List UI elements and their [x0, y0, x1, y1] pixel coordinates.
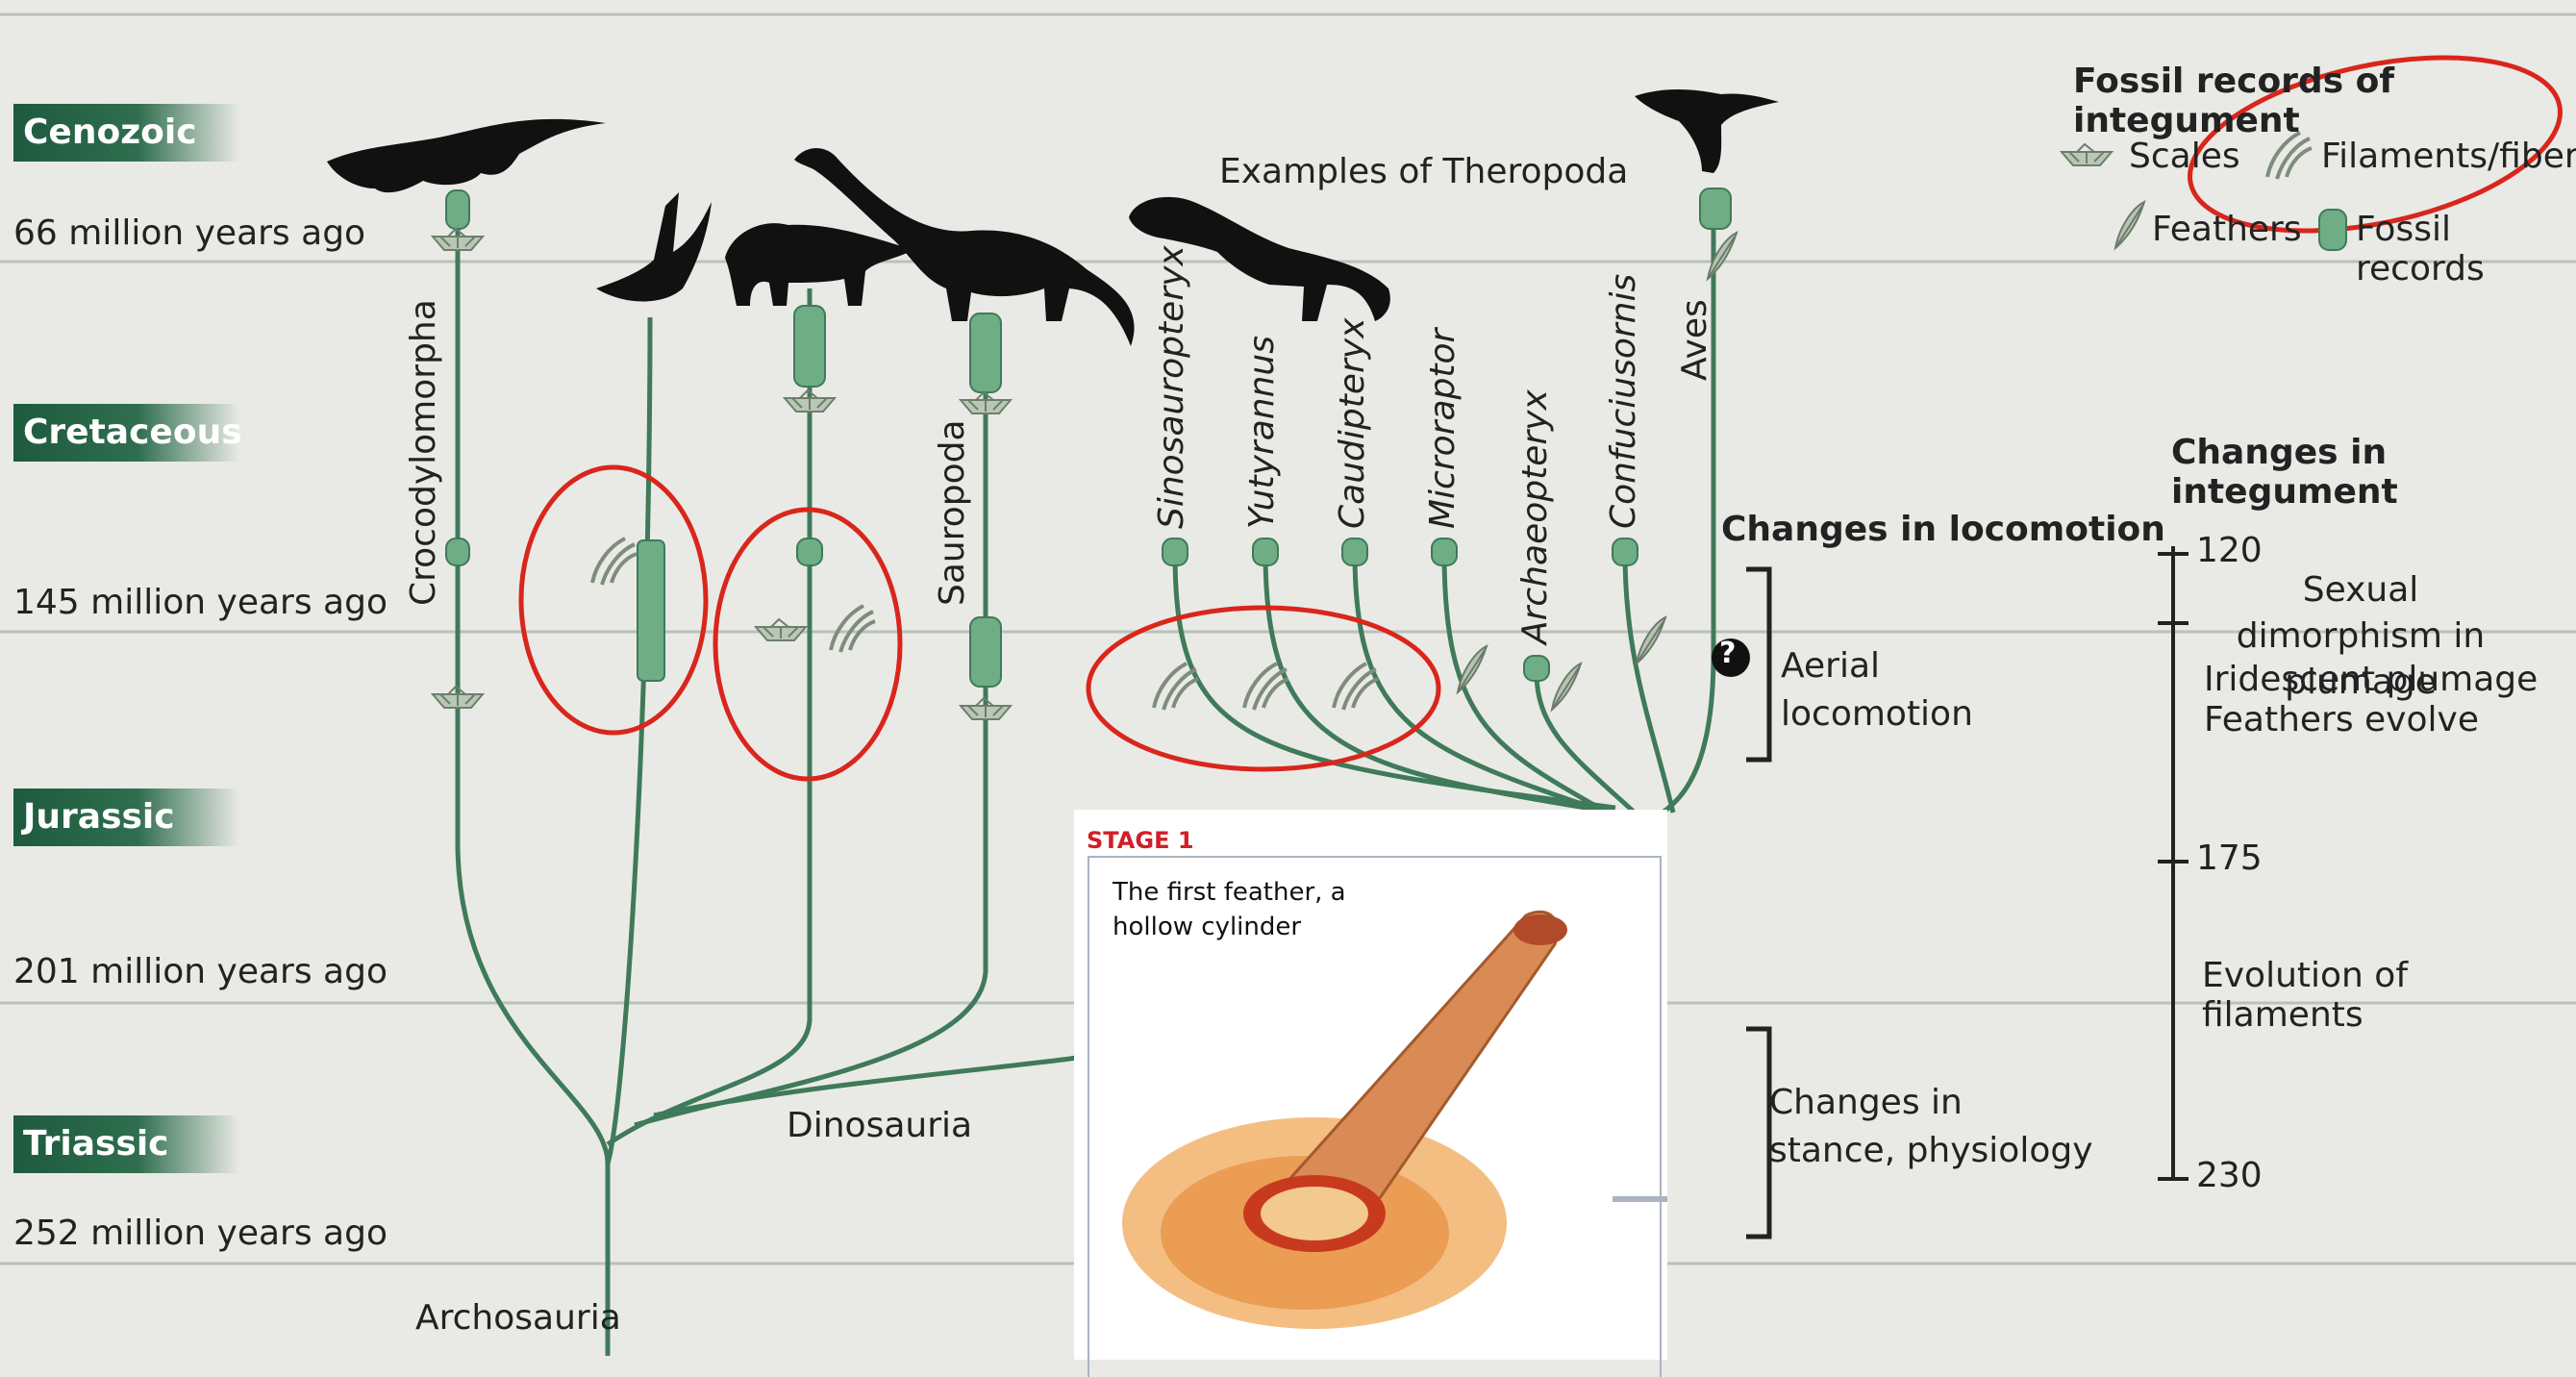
label-aves: Aves [1675, 299, 1714, 381]
label-archosauria: Archosauria [415, 1298, 621, 1338]
era-jurassic: Jurassic [13, 789, 239, 846]
label-microraptor: Microraptor [1423, 329, 1463, 529]
bird-silhouette [1635, 89, 1779, 173]
animal-silhouettes [327, 89, 1779, 346]
question-mark: ? [1719, 637, 1736, 670]
triceratops-silhouette [725, 223, 913, 306]
legend-scales: Scales [2129, 137, 2240, 176]
stage1-inset: STAGE 1 The first feather, a hollow cyli… [1074, 810, 1667, 1360]
integument-title: Changes in integument [2171, 433, 2576, 512]
crocodile-silhouette [327, 119, 606, 192]
integument-feathers-evolve: Feathers evolve [2204, 700, 2479, 739]
integument-tick-230: 230 [2196, 1156, 2263, 1195]
label-archaeopteryx: Archaeopteryx [1515, 389, 1555, 644]
era-cretaceous-ago: 145 million years ago [13, 583, 388, 622]
legend-feathers: Feathers [2152, 210, 2302, 249]
locomotion-brackets [1746, 569, 1769, 1237]
legend-title: Fossil records of integument [2073, 62, 2576, 140]
era-triassic-ago: 252 million years ago [13, 1214, 388, 1253]
era-cenozoic-ago: 66 million years ago [13, 213, 365, 253]
label-sauropoda: Sauropoda [933, 419, 972, 606]
integument-filaments: Evolution of filaments [2202, 956, 2576, 1035]
era-cretaceous: Cretaceous [13, 404, 239, 462]
locomotion-title: Changes in locomotion [1721, 510, 2165, 549]
label-crocodylomorpha: Crocodylomorpha [404, 299, 443, 606]
label-caudipteryx: Caudipteryx [1333, 318, 1372, 529]
era-jurassic-ago: 201 million years ago [13, 952, 388, 991]
legend-filaments: Filaments/fibers [2321, 137, 2576, 176]
legend-fossil-records: Fossil records [2356, 210, 2576, 288]
label-dinosauria: Dinosauria [787, 1106, 972, 1145]
integument-iridescent: Iridescent plumage [2204, 660, 2538, 699]
era-cenozoic: Cenozoic [13, 104, 239, 162]
hollow-cylinder-illustration [1074, 810, 1667, 1360]
legend-feathers-icon [2115, 202, 2144, 248]
integument-tick-120: 120 [2196, 531, 2263, 570]
pterosaur-silhouette [596, 192, 712, 302]
legend-scales-icon [2062, 144, 2112, 165]
label-theropoda-examples: Examples of Theropoda [1219, 152, 1628, 191]
label-yutyrannus: Yutyrannus [1242, 336, 1282, 529]
locomotion-stance: Changes in stance, physiology [1769, 1079, 2096, 1175]
integument-timeline [2158, 546, 2188, 1181]
locomotion-aerial: Aerial locomotion [1781, 642, 2012, 739]
label-confuciusornis: Confuciusornis [1604, 274, 1643, 529]
era-triassic: Triassic [13, 1115, 239, 1173]
legend-fossil-icon [2319, 210, 2346, 250]
label-sinosauropteryx: Sinosauropteryx [1152, 245, 1191, 529]
integument-tick-175: 175 [2196, 839, 2263, 878]
